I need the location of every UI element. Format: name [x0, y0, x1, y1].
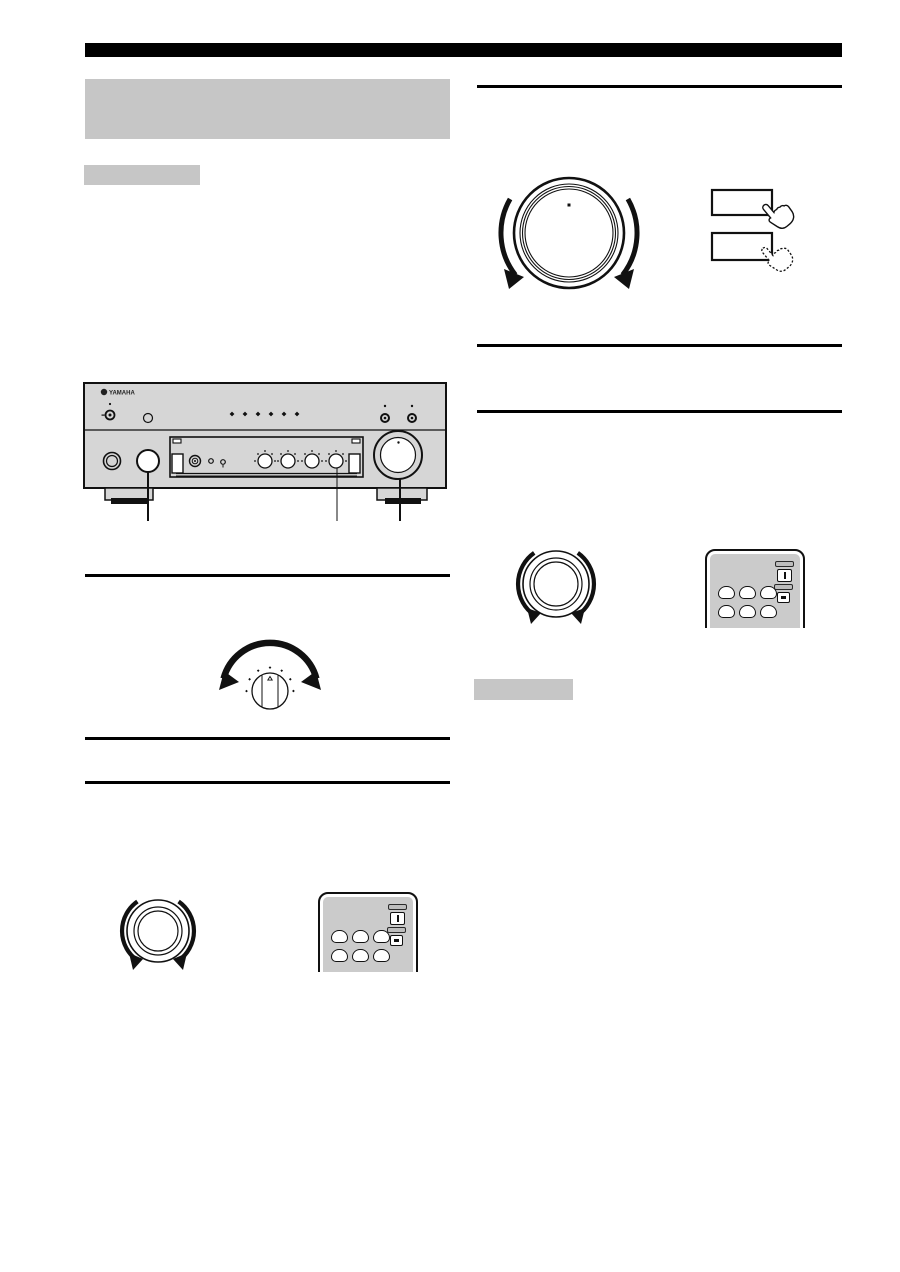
note-label-box-left — [84, 165, 200, 185]
master-volume-knob-icon — [373, 430, 423, 480]
divider-rule — [85, 781, 450, 784]
front-panel-figure: YAMAHA — [80, 380, 450, 525]
remote-input-button-icon — [352, 930, 369, 943]
rotation-arrows — [498, 197, 640, 289]
note-label-box-right — [474, 679, 573, 700]
remote-input-button-icon — [739, 605, 756, 618]
receiver-feet — [104, 487, 428, 504]
divider-rule — [85, 737, 450, 740]
blank-button-lower — [710, 231, 774, 262]
divider-rule — [477, 344, 842, 347]
rotary-knob-figure-left — [112, 887, 207, 979]
remote-slide-switch-icon — [774, 584, 793, 590]
selector-knob-icon — [251, 672, 289, 710]
remote-input-button-icon — [718, 586, 735, 599]
volume-knob-buttons-figure — [495, 172, 805, 307]
remote-control-figure-right — [705, 549, 805, 628]
blank-button-upper — [710, 188, 774, 217]
remote-input-button-icon — [373, 930, 390, 943]
remote-power-button-icon — [390, 912, 405, 925]
rotation-arrows — [516, 551, 596, 624]
remote-input-button-icon — [331, 949, 348, 962]
brand-logo: YAMAHA — [100, 388, 135, 397]
remote-input-button-icon — [331, 930, 348, 943]
callout-lines — [147, 468, 401, 521]
divider-rule — [85, 574, 450, 577]
rotary-knob-icon — [126, 899, 190, 963]
remote-small-button-icon — [390, 935, 403, 946]
small-round-control-icon — [142, 412, 154, 424]
section-title-box — [85, 79, 450, 139]
large-volume-knob-icon — [512, 176, 626, 290]
remote-slide-switch-icon — [387, 927, 406, 933]
pointing-hand-icon — [762, 203, 795, 229]
header-bar — [85, 43, 842, 57]
rotation-arrows — [119, 899, 197, 970]
arrowhead-left-icon — [219, 671, 239, 690]
remote-input-button-icon — [373, 949, 390, 962]
brand-label: YAMAHA — [109, 391, 135, 397]
remote-input-button-icon — [352, 949, 369, 962]
arrowhead-right-icon — [301, 671, 321, 690]
rotary-knob-figure-right — [508, 545, 608, 630]
remote-input-button-icon — [718, 605, 735, 618]
divider-rule — [477, 410, 842, 413]
remote-input-button-icon — [760, 605, 777, 618]
power-button-icon — [101, 402, 116, 421]
sweep-arrow-arc — [220, 639, 320, 680]
remote-input-button-icon — [760, 586, 777, 599]
pointing-hand-dotted-icon — [761, 246, 794, 272]
rotary-knob-icon — [522, 550, 590, 618]
front-door-panel — [169, 436, 364, 478]
divider-rule — [477, 85, 842, 88]
remote-small-button-icon — [777, 592, 790, 603]
remote-input-button-icon — [739, 586, 756, 599]
phones-jack-icon — [102, 451, 122, 471]
remote-slide-switch-icon — [775, 561, 794, 567]
remote-power-button-icon — [777, 569, 792, 582]
selector-knob-figure — [205, 632, 330, 722]
remote-slide-switch-icon — [388, 904, 407, 910]
remote-control-figure-left — [318, 892, 418, 972]
top-right-knobs — [380, 404, 417, 423]
input-selector-knob-icon — [136, 449, 160, 473]
